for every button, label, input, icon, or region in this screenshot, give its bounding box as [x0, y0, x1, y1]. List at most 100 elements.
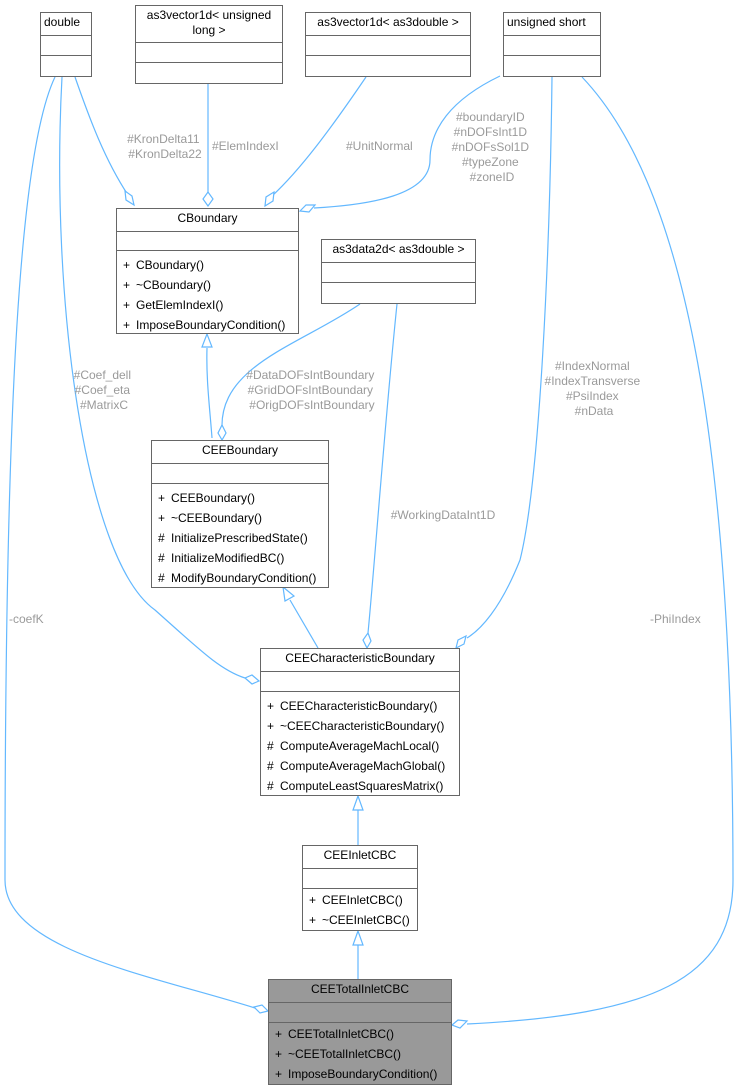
edge-label-coefk: -coefK	[9, 612, 44, 626]
attributes-section	[136, 43, 282, 63]
method-row[interactable]: + CEETotalInletCBC()	[269, 1024, 451, 1044]
method-row[interactable]: +GetElemIndexI()	[117, 295, 298, 315]
method-row[interactable]: #ComputeAverageMachLocal()	[261, 736, 459, 756]
edge-label-line: -PhiIndex	[650, 612, 701, 626]
method-row[interactable]: #ComputeAverageMachGlobal()	[261, 756, 459, 776]
method-row[interactable]: +CBoundary()	[117, 255, 298, 275]
class-box-as3data2d-as3double[interactable]: as3data2d< as3double >	[321, 239, 476, 304]
method-row[interactable]: # InitializeModifiedBC()	[152, 548, 328, 568]
operations-section: + CEETotalInletCBC() +~CEETotalInletCBC()…	[269, 1023, 451, 1084]
method-row[interactable]: +CEECharacteristicBoundary()	[261, 696, 459, 716]
visibility-marker: +	[158, 491, 166, 505]
edge-label-line: #OrigDOFsIntBoundary	[249, 398, 374, 412]
method-row[interactable]: + ~CEECharacteristicBoundary()	[261, 716, 459, 736]
method-row[interactable]: +~CEEInletCBC()	[303, 910, 417, 930]
method-row[interactable]: #ComputeLeastSquaresMatrix()	[261, 776, 459, 796]
class-box-double[interactable]: double	[40, 12, 92, 77]
attributes-section	[322, 263, 475, 283]
arrow-ceechar-inherit	[352, 794, 364, 811]
edge-label-elemindex: #ElemIndexI	[212, 139, 279, 153]
edge-label-line: #nData	[575, 404, 614, 418]
method-name: InitializeModifiedBC()	[171, 551, 285, 565]
edge-label-line: #DataDOFsIntBoundary	[246, 368, 374, 382]
visibility-marker: +	[123, 318, 131, 332]
class-box-as3vector1d-as3double[interactable]: as3vector1d< as3double >	[305, 12, 471, 77]
visibility-marker: #	[158, 551, 165, 565]
edge-dblvec-to-cboundary	[271, 76, 367, 197]
method-row[interactable]: + ImposeBoundaryCondition()	[117, 315, 298, 335]
edge-ushort-to-cboundary	[313, 75, 501, 209]
operations-section	[41, 56, 91, 60]
method-name: ~CEECharacteristicBoundary()	[280, 719, 445, 733]
edge-ceeboundary-to-cboundary	[206, 347, 213, 439]
edge-label-boundaryid: #boundaryID #nDOFsInt1D #nDOFsSol1D #typ…	[452, 110, 533, 184]
edge-label-line: #ElemIndexI	[212, 139, 279, 153]
class-box-ceecharacteristicboundary[interactable]: CEECharacteristicBoundary +CEECharacteri…	[260, 648, 460, 796]
visibility-marker: +	[123, 298, 131, 312]
edge-label-indexnormal: #IndexNormal #IndexTransverse #PsiIndex …	[545, 359, 644, 418]
diamond-ceechar-double	[243, 674, 261, 685]
class-box-cboundary[interactable]: CBoundary +CBoundary() +~CBoundary() +Ge…	[116, 208, 299, 334]
class-name: double	[41, 13, 91, 36]
class-box-ceeinletcbc[interactable]: CEEInletCBC + CEEInletCBC() +~CEEInletCBC…	[302, 845, 418, 931]
diamond-cboundary-ushort	[298, 204, 317, 213]
method-row[interactable]: #InitializePrescribedState()	[152, 528, 328, 548]
method-row[interactable]: +~CBoundary()	[117, 275, 298, 295]
visibility-marker: +	[309, 893, 317, 907]
visibility-marker: +	[123, 278, 131, 292]
class-name: CEEBoundary	[152, 441, 328, 464]
class-name: unsigned short	[504, 13, 600, 36]
class-name: CEEInletCBC	[303, 846, 417, 869]
visibility-marker: +	[267, 719, 275, 733]
class-name: as3vector1d< as3double >	[306, 13, 470, 36]
method-name: ImposeBoundaryCondition()	[136, 318, 286, 332]
class-name: CBoundary	[117, 209, 298, 232]
edge-label-line: #IndexNormal	[555, 359, 630, 373]
method-name: ~CEEBoundary()	[171, 511, 263, 525]
visibility-marker: #	[158, 571, 165, 585]
edge-label-line: #PsiIndex	[566, 389, 619, 403]
arrow-ceeinlet-inherit	[352, 929, 364, 946]
method-name: CEEBoundary()	[171, 491, 256, 505]
method-row[interactable]: #ModifyBoundaryCondition()	[152, 568, 328, 588]
edge-ushort-to-ceetotal	[466, 76, 734, 1025]
visibility-marker: +	[275, 1027, 283, 1041]
edge-label-workingdata: #WorkingDataInt1D	[391, 508, 496, 522]
operations-section	[306, 56, 470, 60]
method-row[interactable]: + CEEBoundary()	[152, 488, 328, 508]
edge-data2d-to-ceeboundary	[221, 303, 361, 429]
arrow-cboundary-inherit	[201, 332, 213, 348]
visibility-marker: #	[267, 739, 274, 753]
diamond-cboundary-dblvec	[264, 190, 275, 208]
method-name: CEEInletCBC()	[322, 893, 403, 907]
method-row[interactable]: +ImposeBoundaryCondition()	[269, 1064, 451, 1084]
method-row[interactable]: +~CEETotalInletCBC()	[269, 1044, 451, 1064]
attributes-section	[152, 464, 328, 484]
class-box-ceetotalinletcbc[interactable]: CEETotalInletCBC +CEETotalInletCBC() +~C…	[268, 979, 452, 1085]
diamond-cboundary-double	[124, 189, 135, 207]
class-box-unsigned-short[interactable]: unsigned short	[503, 12, 601, 77]
edge-label-line: #Coef_dell	[74, 368, 131, 382]
method-name: CEETotalInletCBC()	[288, 1027, 395, 1041]
arrow-ceeboundary-inherit	[282, 585, 296, 602]
edge-label-phiindex: -PhiIndex	[650, 612, 701, 626]
class-name: CEECharacteristicBoundary	[261, 649, 459, 672]
edge-label-line: #boundaryID	[456, 110, 525, 124]
method-row[interactable]: + CEEInletCBC()	[303, 890, 417, 910]
class-box-ceeboundary[interactable]: CEEBoundary + CEEBoundary() +~CEEBoundary…	[151, 440, 329, 588]
method-name: ~CEETotalInletCBC()	[288, 1047, 402, 1061]
edge-double-to-cboundary	[74, 76, 129, 196]
class-name: as3data2d< as3double >	[322, 240, 475, 263]
attributes-section	[303, 869, 417, 889]
class-box-as3vector1d-unsigned-long[interactable]: as3vector1d< unsigned long >	[135, 5, 283, 84]
attributes-section	[504, 36, 600, 56]
method-name: ImposeBoundaryCondition()	[288, 1067, 438, 1081]
edge-label-line: #zoneID	[470, 170, 515, 184]
method-name: CEECharacteristicBoundary()	[280, 699, 438, 713]
method-name: InitializePrescribedState()	[171, 531, 308, 545]
diamond-ceechar-data2d	[362, 631, 372, 650]
edge-label-line: -coefK	[9, 612, 44, 626]
operations-section	[322, 283, 475, 287]
method-row[interactable]: +~CEEBoundary()	[152, 508, 328, 528]
